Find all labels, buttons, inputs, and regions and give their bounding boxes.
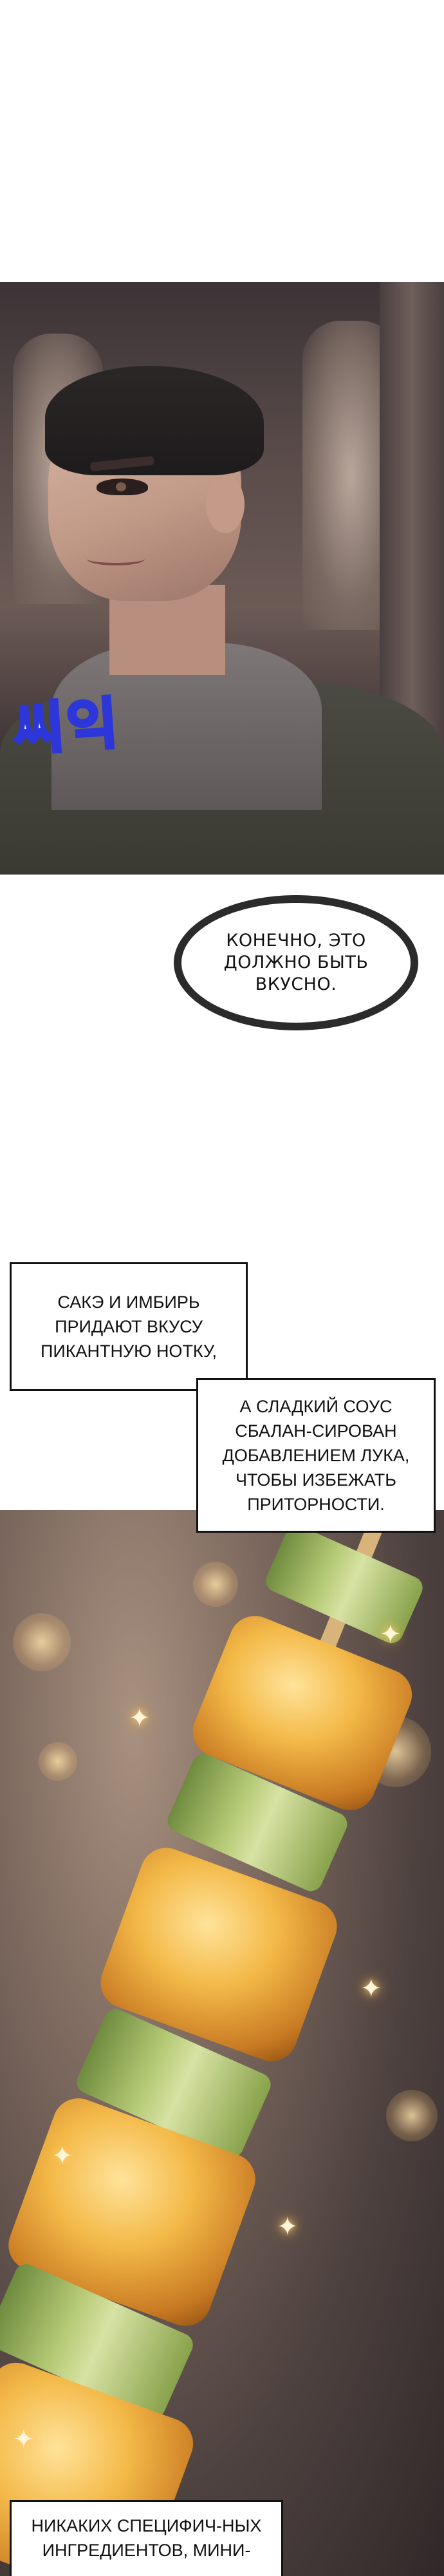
character-ear bbox=[206, 475, 245, 533]
sparkle-icon: ✦ bbox=[277, 2212, 299, 2242]
sparkle-icon: ✦ bbox=[51, 2141, 73, 2171]
narration-text: САКЭ И ИМБИРЬ ПРИДАЮТ ВКУСУ ПИКАНТНУЮ НО… bbox=[40, 1293, 217, 1361]
narration-box: А СЛАДКИЙ СОУС СБАЛАН-СИРОВАН ДОБАВЛЕНИЕ… bbox=[196, 1378, 436, 1533]
bokeh-light bbox=[193, 1562, 238, 1607]
sound-effect-text: 씨익 bbox=[10, 690, 124, 764]
character-smile bbox=[87, 553, 145, 565]
sparkle-icon: ✦ bbox=[380, 1620, 402, 1649]
sparkle-icon: ✦ bbox=[13, 2425, 35, 2454]
bokeh-light bbox=[39, 1742, 77, 1781]
character-hair bbox=[45, 366, 264, 475]
portrait-panel: 씨익 bbox=[0, 282, 444, 875]
bokeh-light bbox=[386, 2090, 438, 2141]
character-eye bbox=[97, 478, 148, 495]
bokeh-light bbox=[13, 1613, 71, 1671]
sparkle-icon: ✦ bbox=[360, 1974, 382, 2003]
skewer-panel: ✦ ✦ ✦ ✦ ✦ ✦ bbox=[0, 1510, 444, 2576]
narration-box: НИКАКИХ СПЕЦИФИЧ-НЫХ ИНГРЕДИЕНТОВ, МИНИ- bbox=[10, 2500, 283, 2576]
narration-box: САКЭ И ИМБИРЬ ПРИДАЮТ ВКУСУ ПИКАНТНУЮ НО… bbox=[10, 1262, 248, 1391]
narration-text: А СЛАДКИЙ СОУС СБАЛАН-СИРОВАН ДОБАВЛЕНИЕ… bbox=[222, 1397, 410, 1514]
sparkle-icon: ✦ bbox=[129, 1703, 151, 1733]
speech-bubble-text: КОНЕЧНО, ЭТО ДОЛЖНО БЫТЬ ВКУСНО. bbox=[223, 931, 369, 994]
speech-bubble: КОНЕЧНО, ЭТО ДОЛЖНО БЫТЬ ВКУСНО. bbox=[174, 895, 418, 1030]
narration-text: НИКАКИХ СПЕЦИФИЧ-НЫХ ИНГРЕДИЕНТОВ, МИНИ- bbox=[31, 2516, 262, 2560]
